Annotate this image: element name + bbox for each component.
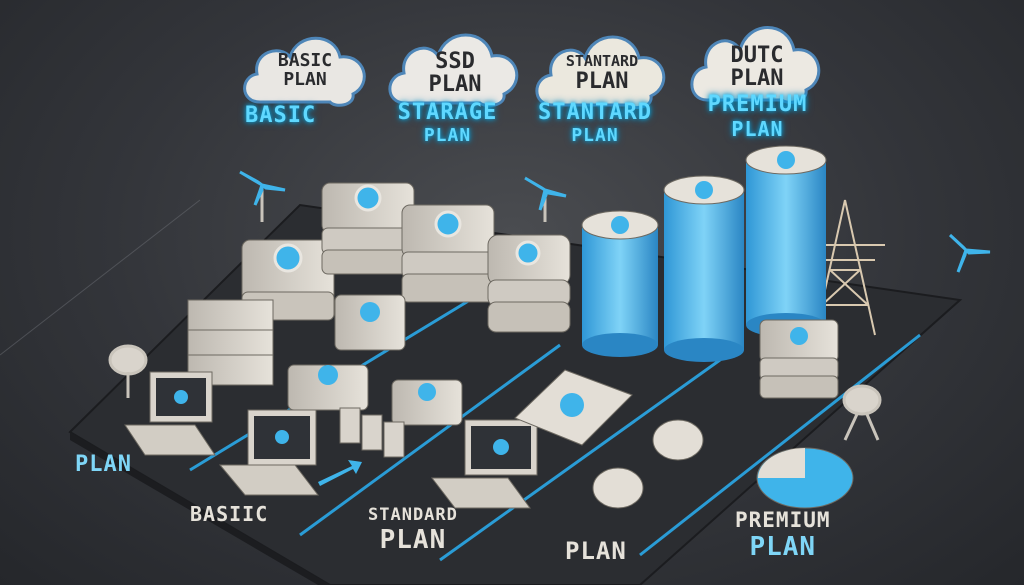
gauge-icon [592,419,704,509]
hard-drive-icon [287,364,369,411]
cloud-line2: PLAN [428,72,482,98]
neon-label-storage: STARAGE PLAN [385,100,510,146]
neon-label-premium: PREMIUM PLAN [690,92,825,141]
cloud-icon [243,36,366,107]
floor-label-plan-center: PLAN [565,537,627,565]
wind-turbine-icon [948,233,991,273]
neon-label-basic: BASIC [245,103,317,128]
cloud-icon [690,26,821,104]
wind-turbine-icon [239,170,286,222]
ssd-modules-icon [339,407,405,458]
server-stack-premium-small [759,319,839,399]
dashboard-panel-icon [514,369,633,446]
storage-cylinder-standard [581,210,659,357]
neon-line: PREMIUM [707,92,808,117]
cloud-standard-plan: STANTARD PLAN [527,20,677,120]
storage-cylinder-premium [745,145,827,337]
laptop-icon [430,419,538,509]
server-rack-icon [187,299,274,386]
floor-label-line: PLAN [379,525,447,555]
cloud-line1: STANTARD [565,52,639,70]
server-stack-ssd [321,182,415,275]
hard-drive-icon [391,379,463,426]
floor-label-premium: PREMIUM PLAN [735,508,831,562]
cloud-line2: PLAN [730,66,784,92]
cloud-dutc-plan: DUTC PLAN [682,10,832,115]
neon-line: PLAN [731,117,784,141]
floor-label-line: PLAN [749,532,817,562]
floor-label-line: STANDARD [368,505,458,525]
storage-cylinder-standard-tall [663,175,745,362]
neon-label-standard: STANTARD PLAN [530,100,660,146]
cloud-line1: BASIC [277,50,333,71]
pie-chart-icon [756,447,854,509]
cloud-line1: SSD [435,49,475,74]
cloud-line2: PLAN [575,68,629,94]
cloud-icon [388,33,519,108]
cloud-line1: DUTC [730,43,784,68]
cloud-ssd-plan: SSD PLAN [380,18,530,118]
floor-label-basic: BASIIC [190,502,269,526]
laptop-icon [124,371,216,456]
neon-line: STANTARD [538,100,652,125]
server-stack-standard-gray [487,234,571,333]
cloud-line2: PLAN [283,68,327,90]
arrow-icon [318,460,362,486]
hard-drive-icon [334,294,406,351]
floor-label-plan-left: PLAN [75,452,132,477]
laptop-icon [218,409,320,496]
neon-line: PLAN [423,125,472,146]
cloud-basic-plan: BASIC PLAN [235,22,375,117]
neon-line: STARAGE [397,100,498,125]
neon-line: PLAN [571,125,619,146]
satellite-dish-icon [842,384,882,441]
floor-label-standard: STANDARD PLAN [368,505,458,555]
floor-label-line: PREMIUM [735,508,831,532]
satellite-dish-icon [108,344,148,398]
server-stack-storage [401,204,495,303]
cloud-icon [535,35,666,110]
wind-turbine-icon [524,176,567,222]
power-pylon-icon [805,199,885,336]
